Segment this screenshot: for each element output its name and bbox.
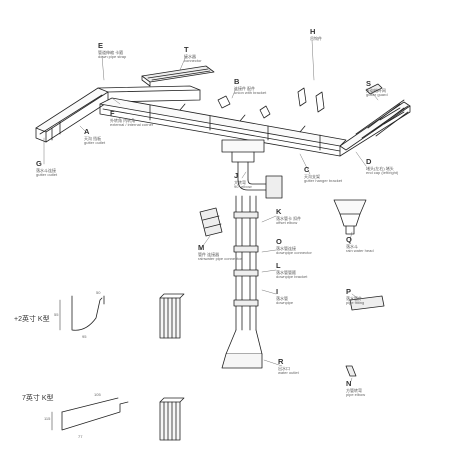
k-profile-small [59, 295, 105, 331]
pipe-elbow-N [345, 365, 357, 377]
connector-M [199, 207, 223, 237]
downpipe-assembly [221, 139, 283, 369]
leader-lines [43, 39, 379, 385]
section-title-large: 7英寸 K型 [22, 395, 54, 402]
gutter-left-section [35, 85, 201, 143]
dim-large-bottom: 77 [78, 434, 83, 439]
dim-large-top: 105 [94, 392, 101, 397]
k-profile-large [51, 397, 129, 431]
dim-small-bottom: 95 [82, 334, 87, 339]
dim-small-top: 50 [96, 290, 101, 295]
gutter-main-run [99, 97, 347, 157]
pipe-fitting-P [349, 295, 385, 311]
square-downpipe-upper [159, 293, 185, 339]
square-downpipe-lower [159, 397, 185, 441]
section-title-small: +2英寸 K型 [14, 316, 50, 323]
gutter-right-section [339, 83, 411, 157]
dim-large-left: 115 [44, 416, 51, 421]
bracket-parts [217, 87, 325, 119]
connector-T [141, 65, 215, 87]
rain-water-head-Q [333, 199, 367, 235]
dim-small-left: 55 [54, 312, 59, 317]
